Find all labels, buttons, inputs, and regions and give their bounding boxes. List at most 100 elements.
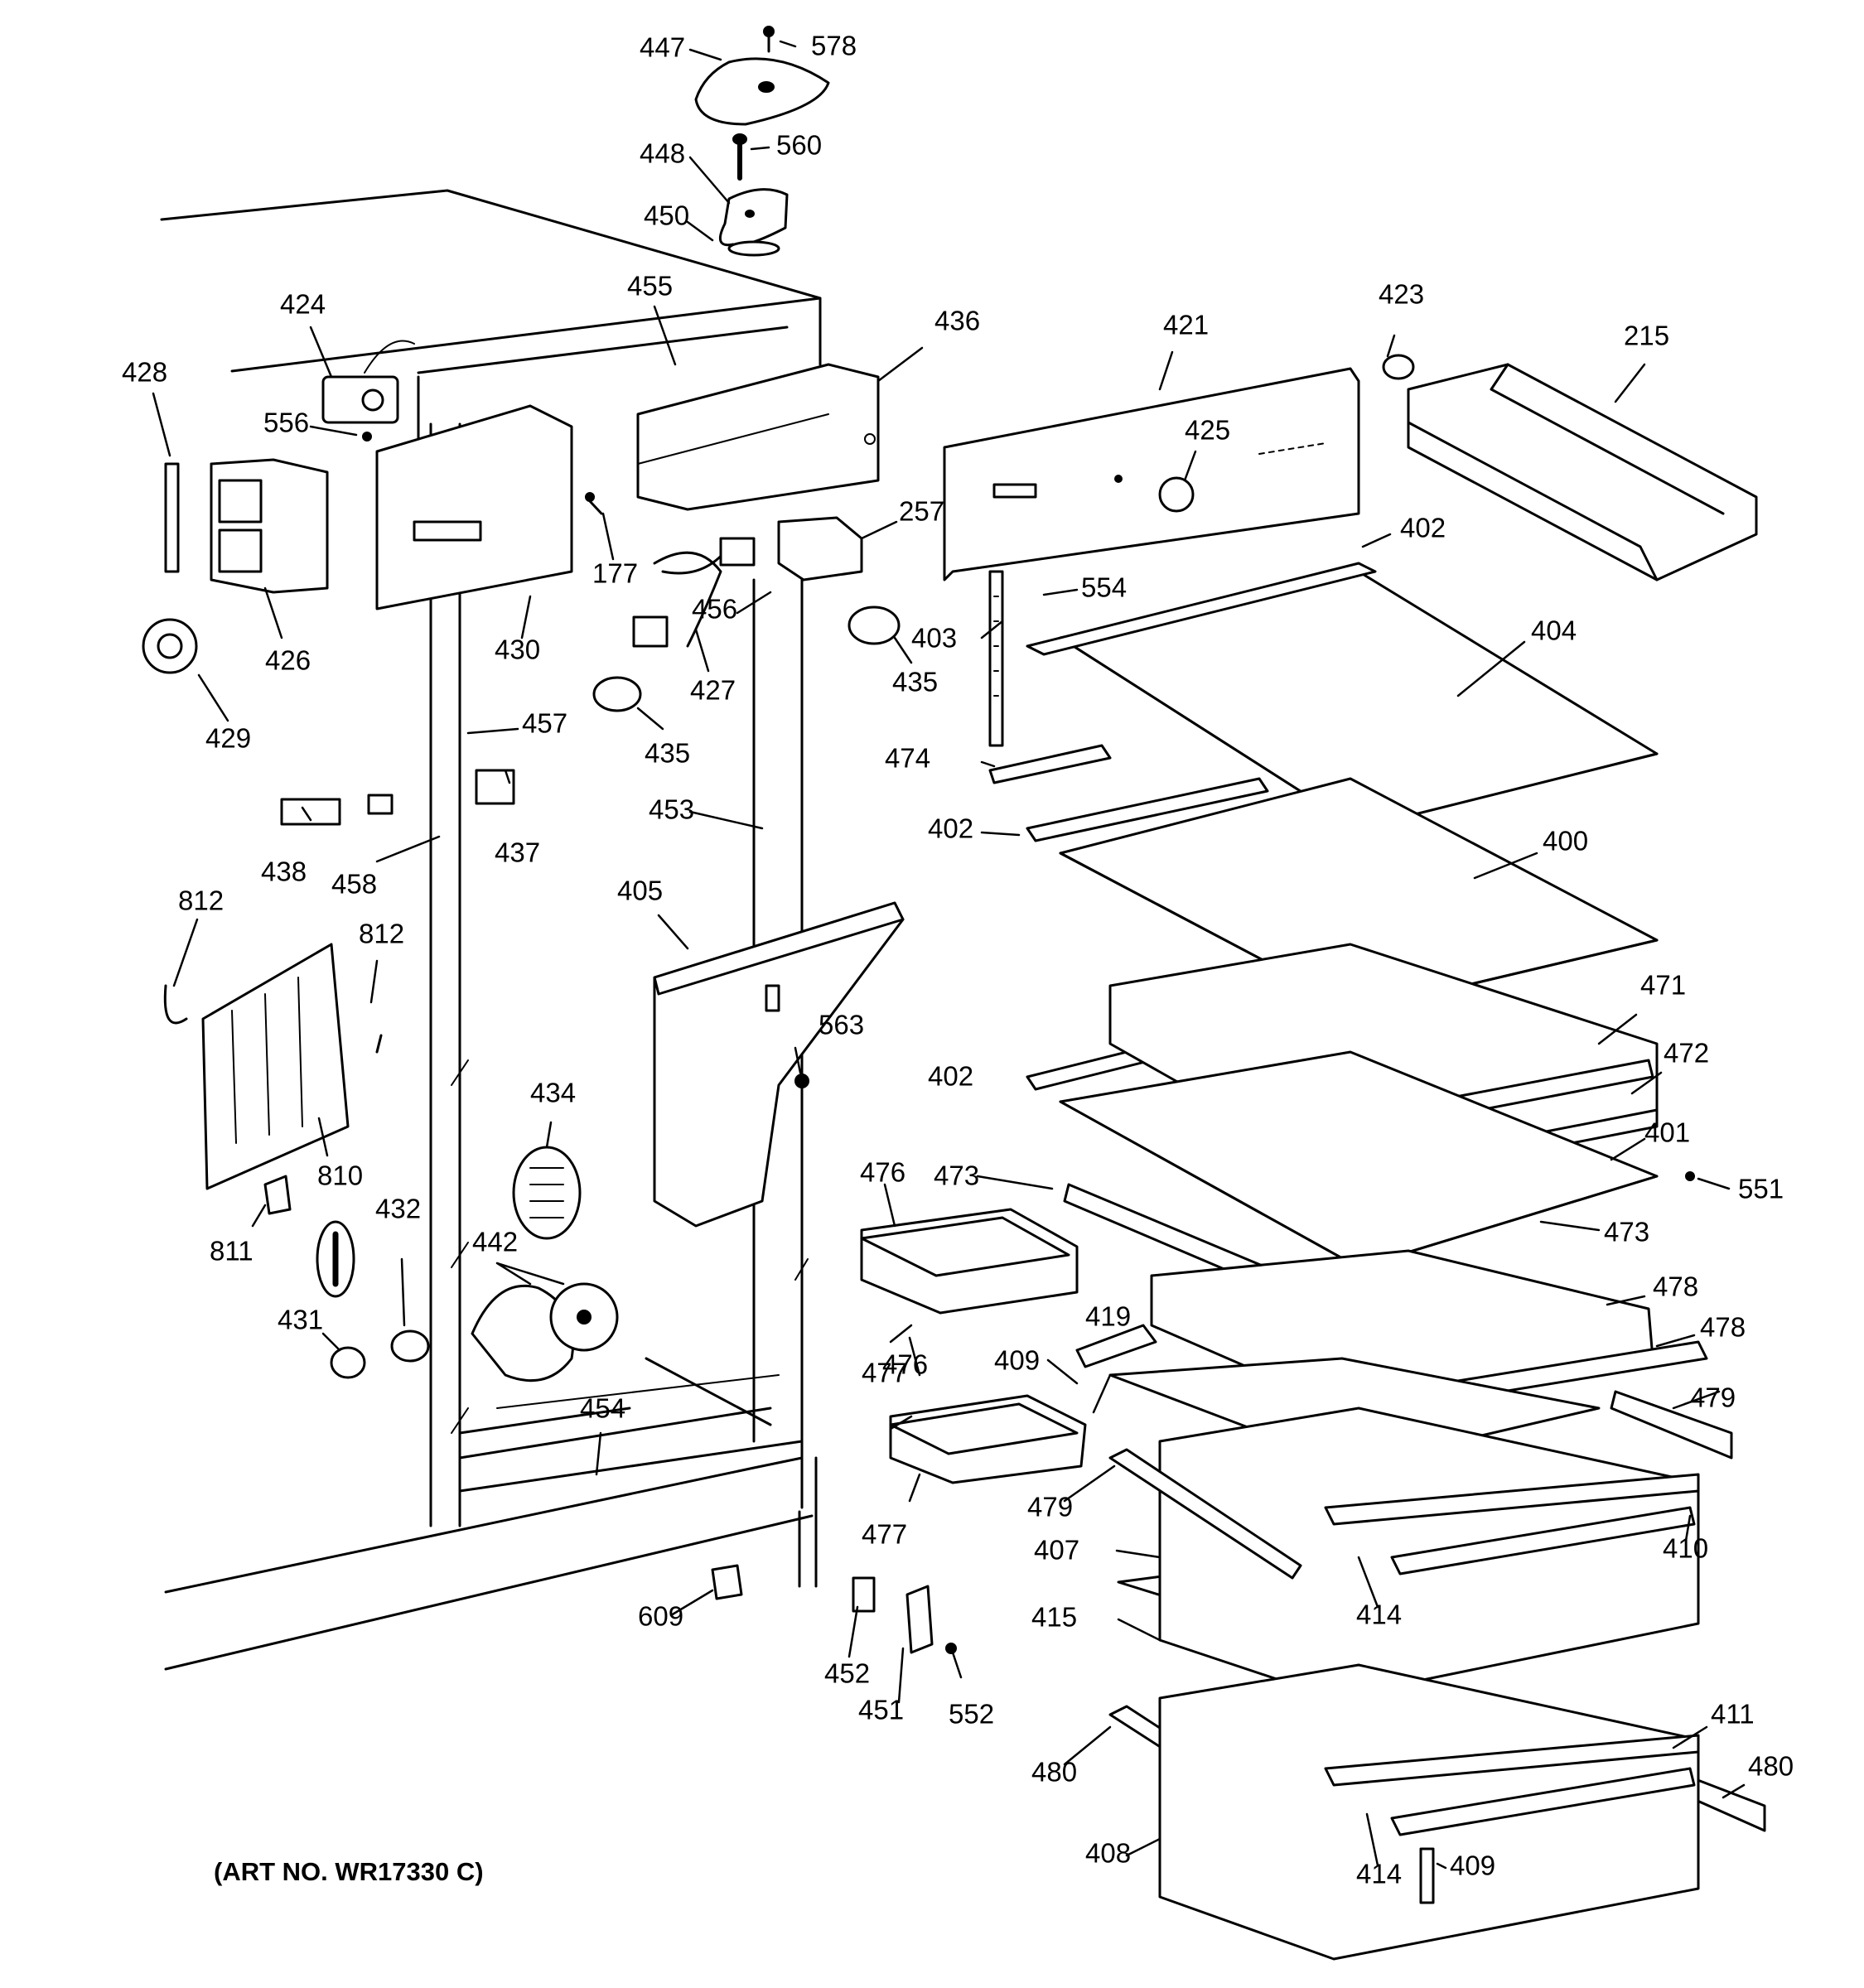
- callout-811: 811: [210, 1236, 254, 1267]
- fitting-part: [263, 1175, 292, 1215]
- control-panel-part: [943, 367, 1360, 581]
- callout-554: 554: [1081, 572, 1127, 603]
- callout-480b: 480: [1748, 1751, 1794, 1782]
- light-bulb-part: [592, 606, 901, 712]
- callout-425: 425: [1185, 415, 1230, 446]
- callout-453: 453: [649, 794, 694, 825]
- callout-431: 431: [278, 1305, 323, 1335]
- callout-405: 405: [617, 876, 663, 906]
- callout-447: 447: [640, 32, 685, 63]
- callout-456: 456: [692, 594, 737, 625]
- callout-427: 427: [690, 675, 736, 706]
- callout-448: 448: [640, 138, 685, 169]
- callout-457: 457: [522, 708, 567, 739]
- screw-part: [763, 26, 775, 53]
- wiring-harness-part: [632, 537, 756, 648]
- callout-177: 177: [592, 558, 638, 589]
- callout-408: 408: [1085, 1838, 1131, 1869]
- screw-small-part: [362, 432, 603, 515]
- callout-432: 432: [375, 1194, 421, 1224]
- callout-435b: 435: [645, 738, 690, 769]
- callout-452: 452: [824, 1658, 870, 1689]
- callout-454: 454: [580, 1393, 625, 1424]
- callout-552: 552: [949, 1699, 994, 1730]
- light-cover-part: [1382, 354, 1415, 380]
- callout-428: 428: [122, 357, 167, 388]
- callout-436: 436: [934, 306, 980, 336]
- drain-heater-part: [512, 1146, 582, 1240]
- callout-414b: 414: [1356, 1859, 1402, 1889]
- callout-414a: 414: [1356, 1600, 1402, 1630]
- callout-403: 403: [911, 623, 957, 654]
- callout-430: 430: [495, 635, 540, 665]
- bracket-part: [711, 1564, 957, 1654]
- meat-pan-part: [860, 1208, 1087, 1484]
- callout-442: 442: [472, 1227, 518, 1257]
- callout-812b: 812: [359, 919, 404, 949]
- callout-400: 400: [1543, 826, 1588, 856]
- callout-215: 215: [1624, 321, 1669, 351]
- thermostat-cover-part: [375, 404, 573, 610]
- callout-411: 411: [1711, 1699, 1755, 1730]
- callout-480a: 480: [1031, 1757, 1077, 1788]
- callout-477a: 477: [862, 1358, 907, 1388]
- callout-424: 424: [280, 289, 326, 320]
- callout-556: 556: [263, 408, 309, 438]
- grommet-part: [316, 1220, 355, 1298]
- hinge-screw-part: [732, 133, 747, 181]
- callout-473a: 473: [934, 1160, 979, 1191]
- callout-409a: 409: [994, 1345, 1040, 1376]
- callout-426: 426: [265, 645, 311, 676]
- rotary-switch-part: [142, 618, 198, 674]
- thermostat-part: [321, 340, 415, 424]
- callout-455: 455: [627, 271, 673, 302]
- lower-drawer-part: [1158, 1663, 1700, 1961]
- callout-479b: 479: [1027, 1492, 1073, 1522]
- fan-motor-part: [471, 1282, 619, 1382]
- callout-402b: 402: [928, 813, 973, 844]
- evaporator-cover-part: [163, 943, 383, 1190]
- callout-578: 578: [811, 31, 857, 61]
- callout-402c: 402: [928, 1061, 973, 1092]
- callout-423: 423: [1379, 279, 1424, 310]
- callout-478b: 478: [1700, 1312, 1746, 1343]
- callout-419: 419: [1085, 1301, 1131, 1332]
- callout-407: 407: [1034, 1535, 1079, 1566]
- callout-551: 551: [1738, 1174, 1784, 1204]
- damper-housing-part: [636, 363, 880, 511]
- light-socket-part: [210, 458, 329, 594]
- callout-402a: 402: [1400, 513, 1446, 543]
- callout-437: 437: [495, 837, 540, 868]
- crisper-drawer-part: [1158, 1407, 1700, 1700]
- callout-409b: 409: [1450, 1850, 1495, 1881]
- callout-415: 415: [1031, 1602, 1077, 1633]
- callout-labels: 578 447 560 448 450 455 436 424 428 556 …: [122, 31, 1794, 1889]
- callout-476a: 476: [860, 1157, 905, 1188]
- callout-434: 434: [530, 1078, 576, 1108]
- callout-257: 257: [899, 496, 944, 527]
- callout-472: 472: [1664, 1038, 1709, 1069]
- cabinet-liner: [160, 189, 822, 1671]
- screw-563-part: [794, 1074, 809, 1088]
- button-part: [280, 769, 515, 826]
- timer-part: [777, 516, 863, 581]
- callout-429: 429: [205, 723, 251, 754]
- callout-458: 458: [331, 869, 377, 900]
- callout-476b: 476: [882, 1349, 928, 1380]
- callout-477b: 477: [862, 1519, 907, 1550]
- shelf-support-part: [988, 570, 1004, 747]
- callout-435: 435: [892, 667, 938, 697]
- dairy-bin-part: [1407, 363, 1758, 581]
- callout-450: 450: [644, 200, 689, 231]
- callout-563: 563: [819, 1010, 864, 1040]
- leader-lines: [152, 40, 1746, 1870]
- callout-404: 404: [1531, 615, 1577, 646]
- callout-560: 560: [776, 130, 822, 161]
- callout-474: 474: [885, 743, 930, 774]
- callout-438: 438: [261, 856, 307, 887]
- plug-part: [330, 1329, 430, 1379]
- callout-473b: 473: [1604, 1217, 1649, 1247]
- callout-609: 609: [638, 1601, 683, 1632]
- callout-478a: 478: [1653, 1271, 1698, 1302]
- hinge-cover-part: [694, 57, 830, 126]
